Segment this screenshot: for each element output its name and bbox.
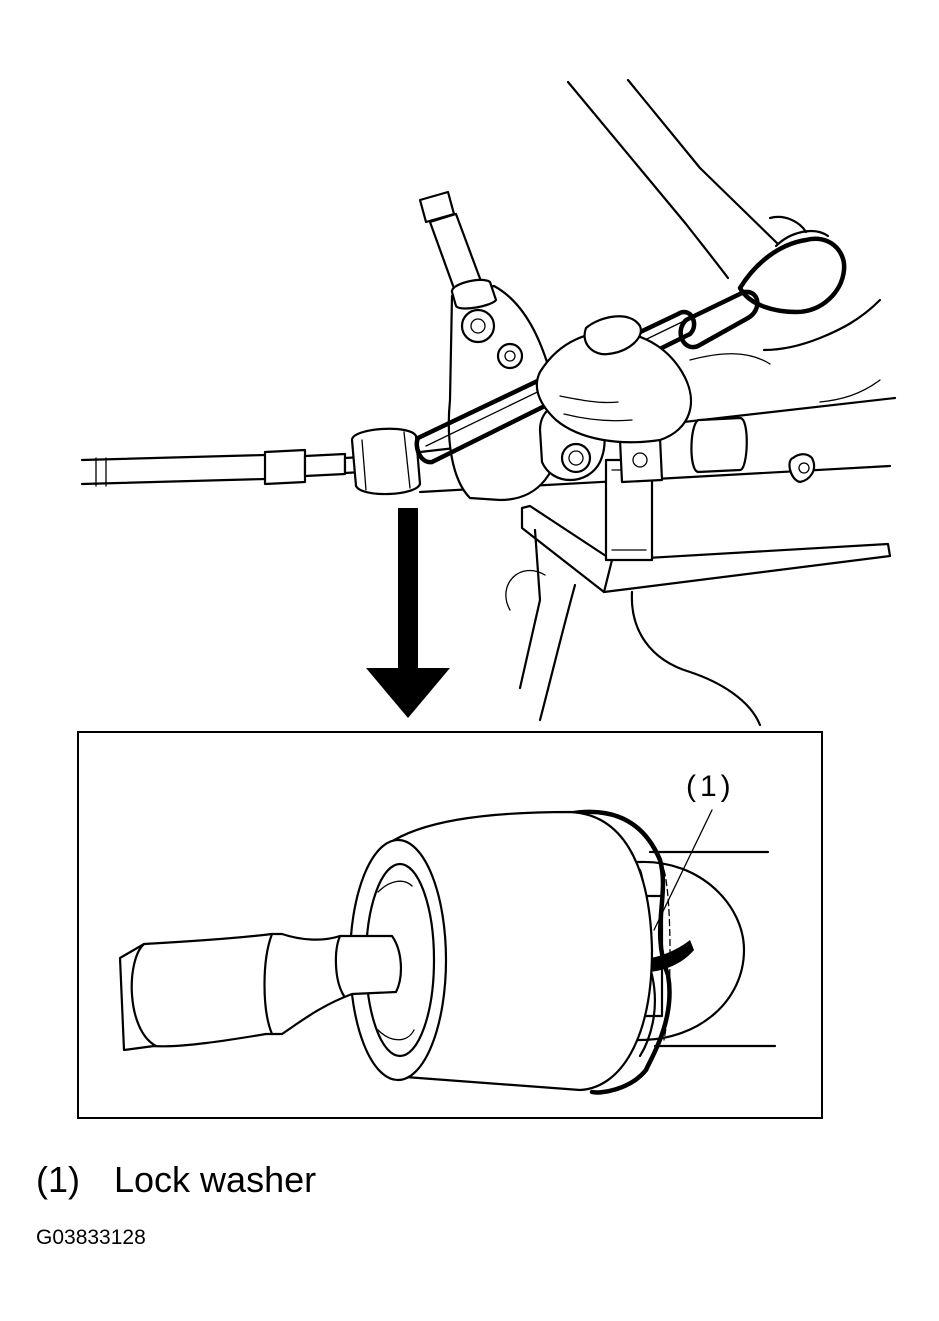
tie-rod: [80, 448, 364, 487]
callout-label: (1): [686, 770, 735, 803]
legend-item: (1) Lock washer: [36, 1158, 316, 1202]
vise-plate: [505, 504, 892, 727]
hand: [535, 315, 771, 444]
detail-inset: [77, 731, 823, 1119]
tie-rod-end: [118, 932, 402, 1052]
inner-ball-joint: [348, 810, 654, 1092]
overview-illustration: [80, 78, 897, 727]
figure-code: G03833128: [36, 1226, 146, 1249]
callout-leader: [653, 809, 713, 931]
legend-number: (1): [36, 1159, 80, 1200]
legend-label: Lock washer: [114, 1159, 317, 1200]
gear-housing: [447, 284, 664, 562]
hammer-and-arm: [566, 78, 882, 403]
pinion-shaft: [418, 190, 498, 310]
down-arrow: [366, 508, 450, 718]
